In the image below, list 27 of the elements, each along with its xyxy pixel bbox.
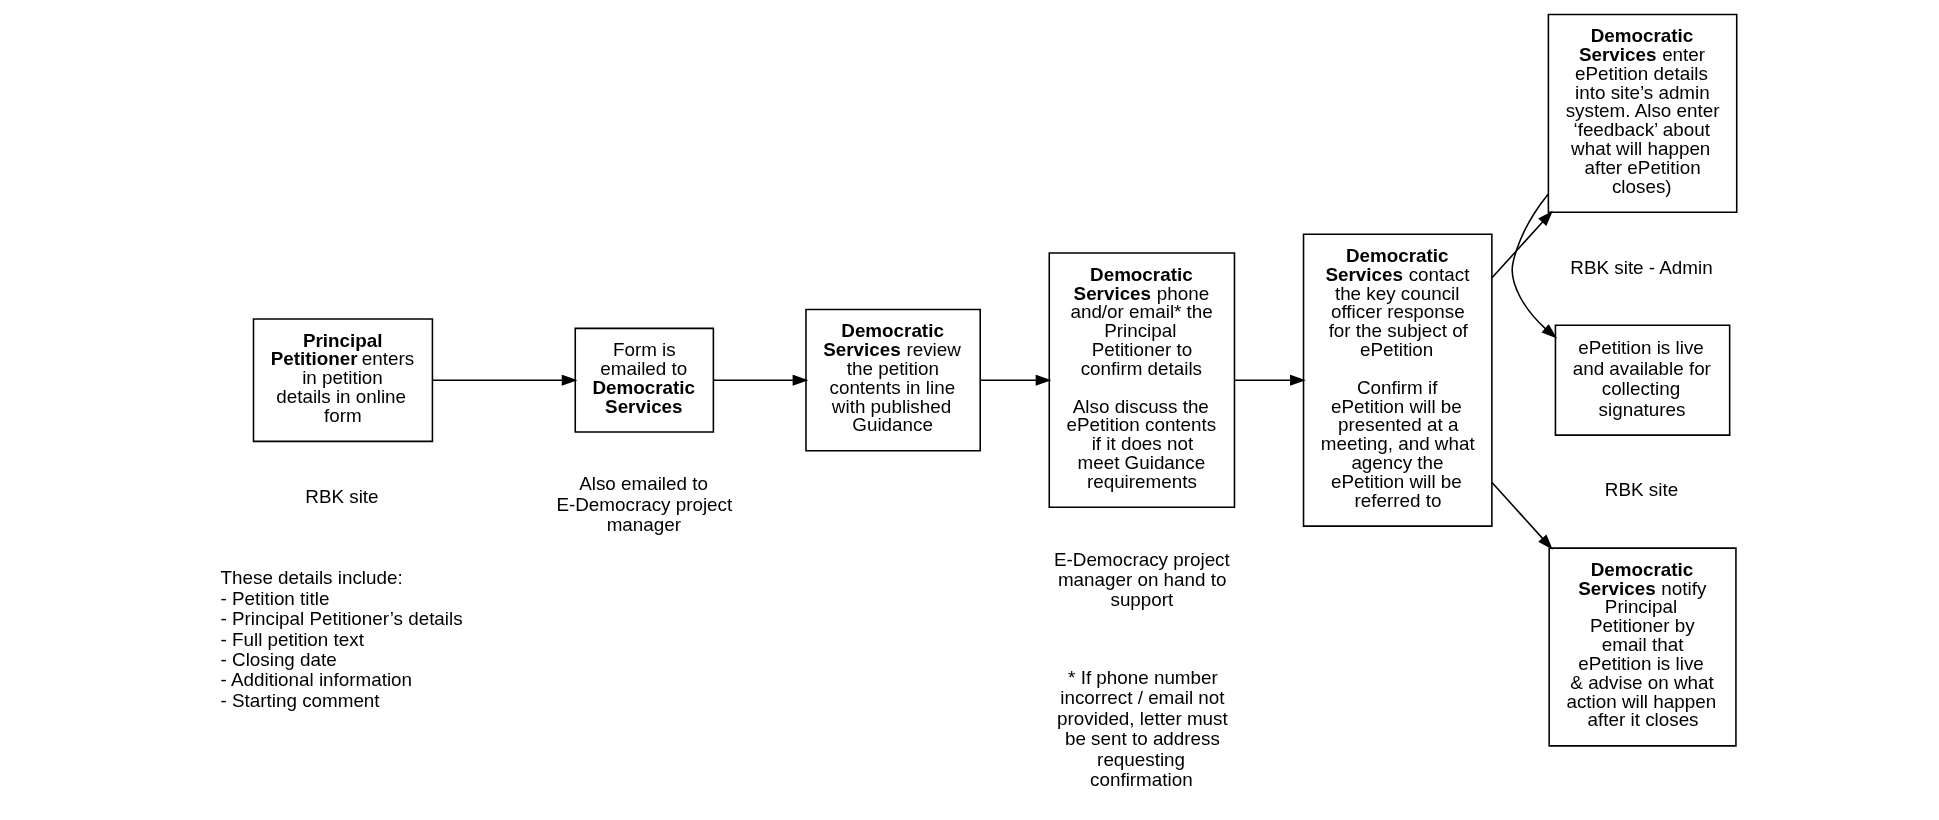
arrow <box>712 374 808 386</box>
node-box: Democratic Services notify Principal Petitioner by email that ePetition is live & advise on what action will happen after it closes <box>1547 547 1737 747</box>
arrow <box>431 374 577 386</box>
node-label: Also emailed to E-Democracy project manager <box>555 473 732 536</box>
label: - Petition title <box>220 587 329 609</box>
arrow <box>979 374 1051 386</box>
arrow <box>1233 374 1306 386</box>
node-label: RBK site - Admin <box>1569 256 1713 278</box>
label: - Starting comment <box>220 689 380 711</box>
arrow <box>1490 210 1553 279</box>
label: These details include: <box>220 567 403 589</box>
node-label: * If phone number incorrect / email not provided, letter must be sent to address requesting confirmation <box>1056 667 1228 791</box>
node-box: Principal Petitioner enters in petition details in online form <box>252 318 433 443</box>
arrow <box>1490 481 1553 550</box>
node-box: Democratic Services enter ePetition details into site’s admin system. Also enter ‘feedback’ about what will happen after ePetition closes) <box>1547 13 1737 214</box>
node-box: Democratic Services phone and/or email* the Principal Petitioner to confirm details Also discuss the ePetition contents if it does not meet Guidance requirements <box>1047 252 1235 509</box>
label: - Full petition text <box>220 628 364 650</box>
label: - Principal Petitioner’s details <box>220 608 463 630</box>
node-label: E-Democracy project manager on hand to support <box>1053 548 1230 611</box>
node-box: Democratic Services review the petition contents in line with published Guidance <box>804 308 981 452</box>
node-box: ePetition is live and available for collecting signatures <box>1554 324 1730 436</box>
arrow <box>1510 193 1557 339</box>
node-label: RBK site <box>1604 479 1678 501</box>
node-label: RBK site <box>304 485 379 507</box>
label: - Additional information <box>220 669 412 691</box>
node-box: Democratic Services contact the key council officer response for the subject of ePetition Confirm if ePetition will be presented at a meeting, and what agency the ePetition will be referred to <box>1302 233 1493 527</box>
node-box: Form is emailed to Democratic Services <box>573 327 714 433</box>
